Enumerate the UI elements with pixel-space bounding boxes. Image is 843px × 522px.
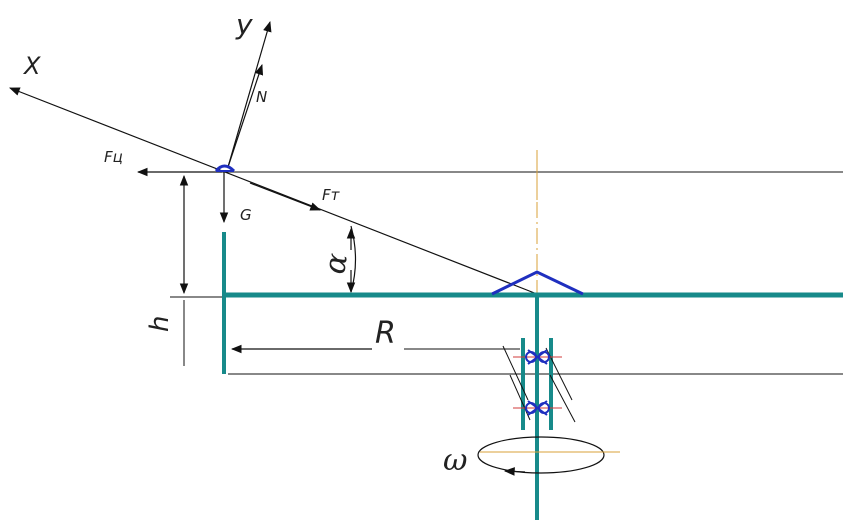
x-axis-line (8, 87, 538, 295)
apex-support (491, 270, 584, 296)
hatch-line-1 (502, 345, 529, 401)
height-label: h (145, 316, 175, 332)
normal-force-label: N (256, 88, 267, 106)
friction-force-arrow (249, 182, 322, 211)
y-axis-line (227, 20, 272, 168)
centrifugal-force-label: Fц (104, 148, 123, 166)
sliding-body (214, 164, 236, 173)
rotation-direction-arrow (503, 467, 526, 476)
x-axis-label: X (22, 52, 41, 80)
lower-bearing (513, 400, 562, 416)
radius-label: R (375, 316, 396, 351)
y-axis-label: y (235, 8, 253, 41)
gravity-label: G (240, 206, 252, 224)
hatch-line-2 (509, 374, 531, 421)
normal-force-arrow (227, 63, 264, 168)
upper-bearing (513, 349, 562, 365)
friction-force-label: Fт (322, 186, 341, 204)
hatch-line-4 (549, 374, 576, 423)
angle-label: α (317, 251, 355, 277)
omega-label: ω (443, 443, 467, 478)
rotation-ellipse (477, 436, 605, 474)
